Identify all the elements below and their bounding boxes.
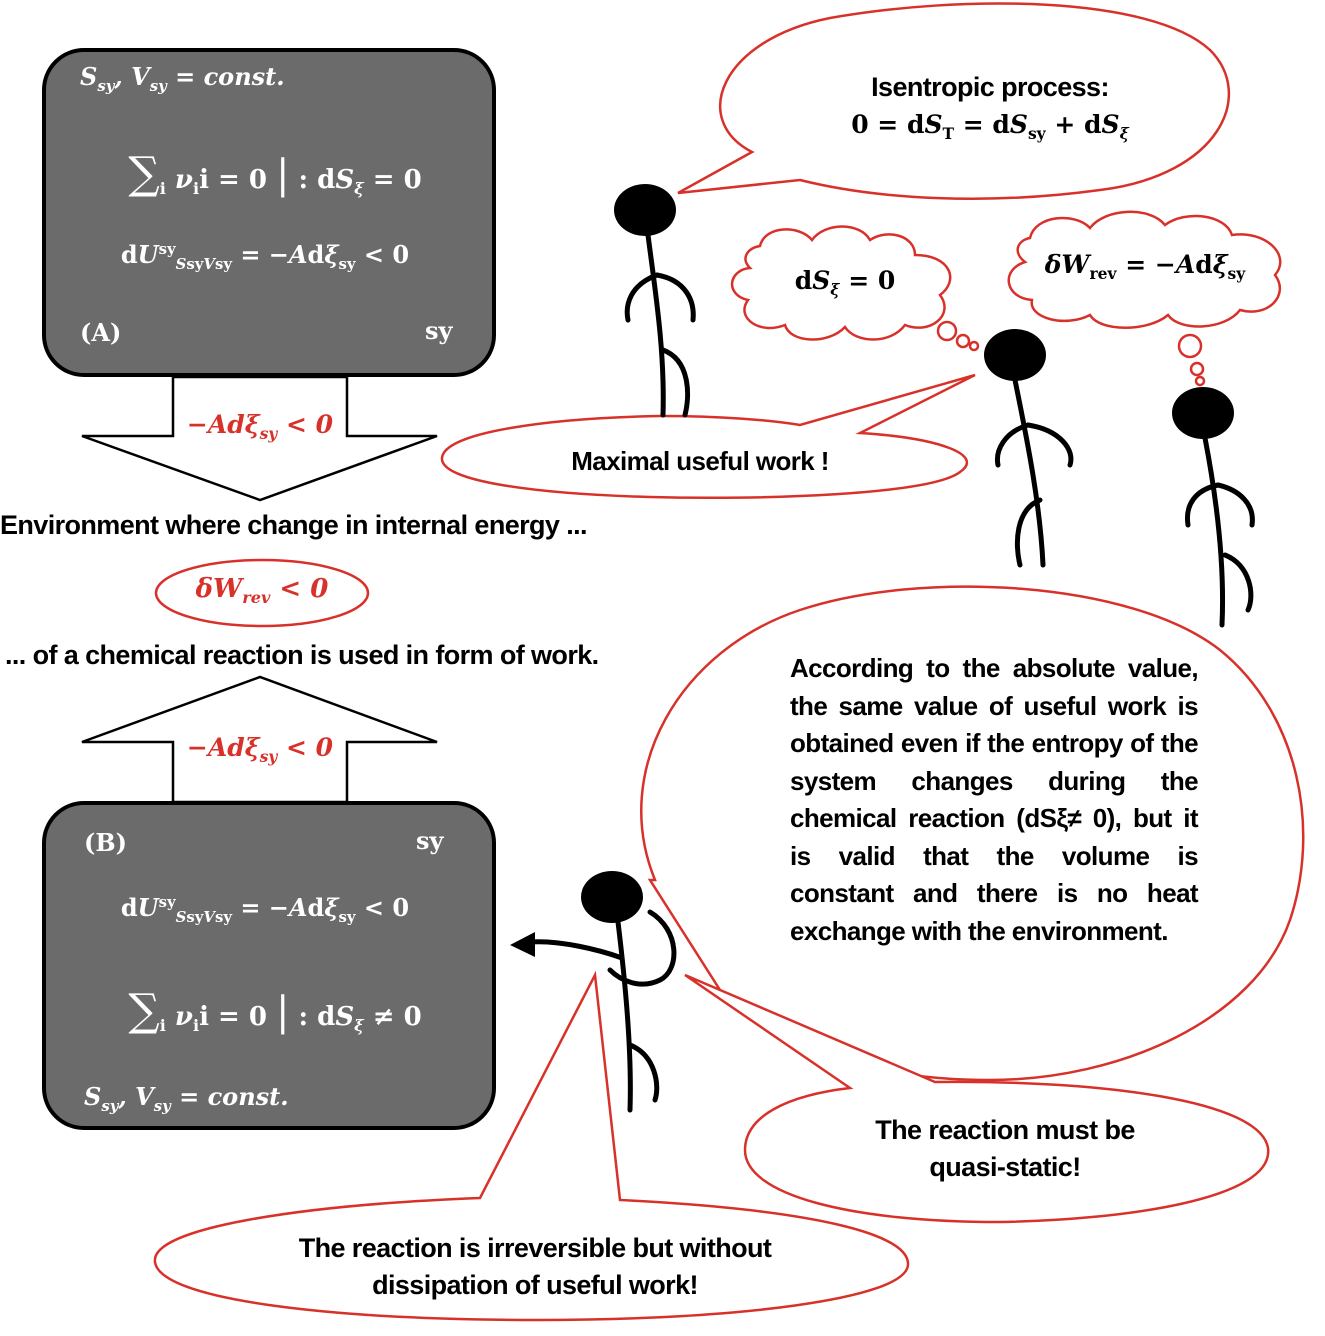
box-b-sy-label: sy bbox=[416, 826, 444, 855]
box-a-sum-equation: ∑i νii = 0 | : dSξ = 0 bbox=[128, 148, 422, 199]
arrow-up bbox=[81, 675, 438, 804]
maximal-useful-work: Maximal useful work ! bbox=[571, 446, 829, 476]
delta-w-pill-label: δWrev < 0 bbox=[195, 574, 329, 608]
stick-figure-1 bbox=[614, 184, 696, 418]
bubble-maximal bbox=[440, 373, 976, 500]
arrow-down bbox=[81, 375, 438, 502]
box-a-sy-label: sy bbox=[425, 316, 453, 345]
arrow-down-label: −Adξsy < 0 bbox=[186, 410, 334, 443]
quasi-static-line-1: The reaction must be bbox=[875, 1115, 1135, 1145]
irreversible-line-2: dissipation of useful work! bbox=[372, 1270, 698, 1300]
bubble-absolute bbox=[640, 585, 1305, 1082]
quasi-static-line-2: quasi-static! bbox=[929, 1152, 1081, 1182]
box-b-sum-equation: ∑i νii = 0 | : dSξ ≠ 0 bbox=[128, 985, 422, 1036]
box-a-du-equation: dUsySsyVsy = −Adξsy < 0 bbox=[120, 240, 410, 273]
bubble-isentropic bbox=[677, 2, 1231, 200]
absolute-value-text: According to the absolute value, the sam… bbox=[790, 653, 1199, 946]
cloud-dsxi-dot-2 bbox=[955, 333, 971, 349]
box-a bbox=[42, 48, 496, 377]
pointing-arrowhead bbox=[510, 932, 535, 957]
bubble-irreversible bbox=[153, 970, 910, 1322]
box-b-bottom-label: Ssy, Vsy = const. bbox=[84, 1082, 289, 1115]
environment-line-1: Environment where change in internal ene… bbox=[0, 510, 588, 540]
cloud-dsxi-dot-1 bbox=[936, 320, 958, 342]
irreversible-line-1: The reaction is irreversible but without bbox=[298, 1233, 772, 1263]
stick-figure-3 bbox=[1172, 387, 1255, 628]
bubble-quasi bbox=[684, 973, 1270, 1224]
cloud-wrev-dot-3 bbox=[1194, 375, 1206, 387]
environment-line-2: ... of a chemical reaction is used in fo… bbox=[5, 640, 599, 670]
stick-figure-2 bbox=[984, 329, 1074, 568]
box-b-corner-label: (B) bbox=[84, 828, 127, 857]
pill-outline bbox=[154, 558, 370, 628]
isentropic-title: Isentropic process: bbox=[871, 72, 1109, 102]
box-a-corner-label: (A) bbox=[80, 318, 122, 347]
stick-figure-4 bbox=[527, 871, 677, 1113]
cloud-wrev-dot-2 bbox=[1189, 361, 1205, 377]
cloud-wrev-dot-1 bbox=[1177, 333, 1203, 359]
arrow-up-label: −Adξsy < 0 bbox=[186, 733, 334, 766]
box-b-du-equation: dUsySsyVsy = −Adξsy < 0 bbox=[120, 893, 410, 926]
box-a-top-label: Ssy, Vsy = const. bbox=[80, 62, 285, 95]
cloud-dsxi-dot-3 bbox=[968, 340, 980, 352]
isentropic-equation: 0 = dST = dSsy + dSξ bbox=[851, 110, 1129, 143]
cloud-dsxi bbox=[730, 225, 952, 341]
thought-wrev-text: δWrev = −Adξsy bbox=[1044, 250, 1246, 283]
thought-dsxi-text: dSξ = 0 bbox=[794, 266, 896, 299]
cloud-wrev bbox=[1007, 210, 1282, 329]
